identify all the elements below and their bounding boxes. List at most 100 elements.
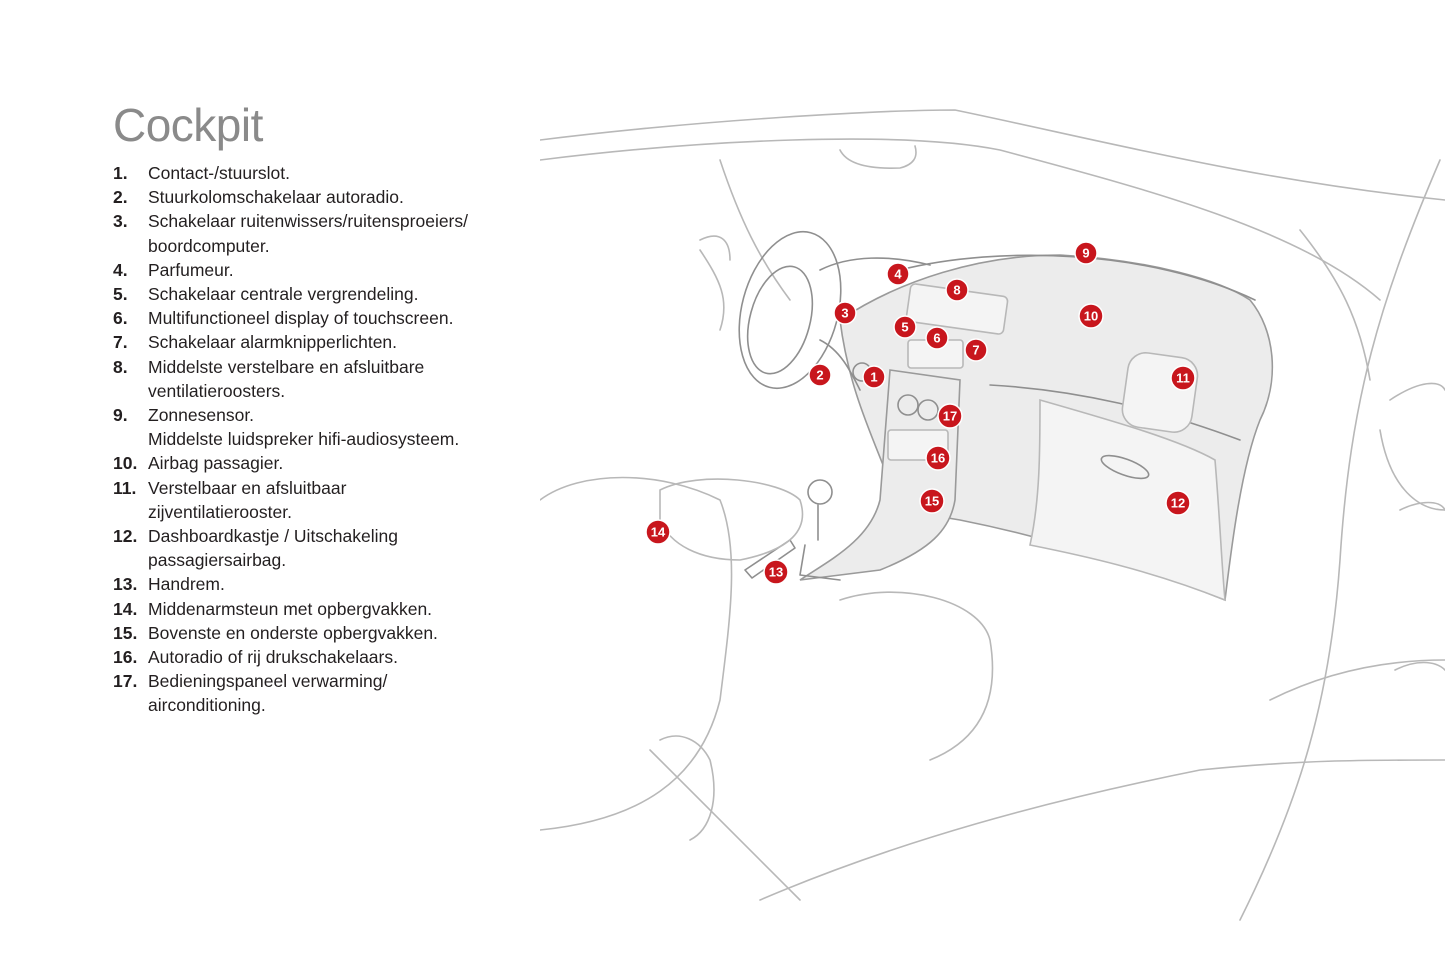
roof-line bbox=[540, 109, 1445, 201]
legend-item: 5. Schakelaar centrale vergrendeling. bbox=[113, 282, 513, 306]
floor-sill bbox=[649, 749, 1445, 901]
marker-17: 17 bbox=[937, 403, 963, 429]
glovebox-handle bbox=[1100, 454, 1150, 480]
item-number: 16. bbox=[113, 647, 138, 668]
a-pillar-right bbox=[1299, 229, 1371, 381]
climate-knob bbox=[917, 399, 939, 421]
svg-text:8: 8 bbox=[953, 283, 960, 298]
passenger-seat bbox=[839, 591, 994, 761]
item-text: Verstelbaar en afsluitbaar bbox=[148, 477, 347, 498]
marker-2: 2 bbox=[808, 363, 832, 387]
item-number: 2. bbox=[113, 187, 128, 208]
marker-5: 5 bbox=[893, 315, 917, 339]
svg-text:16: 16 bbox=[931, 451, 945, 466]
item-text: Handrem. bbox=[148, 574, 225, 595]
door-handle bbox=[1394, 501, 1445, 671]
item-number: 15. bbox=[113, 622, 138, 643]
dashboard-crease bbox=[989, 384, 1241, 441]
legend-item: 10.Airbag passagier. bbox=[113, 451, 513, 475]
item-number: 5. bbox=[113, 284, 128, 305]
item-text: Zonnesensor. bbox=[148, 405, 255, 426]
legend-item: 4. Parfumeur. bbox=[113, 258, 513, 282]
item-text: Stuurkolomschakelaar autoradio. bbox=[148, 187, 404, 208]
item-text: Contact-/stuurslot. bbox=[148, 163, 290, 183]
item-text: passagiersairbag. bbox=[148, 550, 287, 571]
marker-16: 16 bbox=[925, 445, 951, 471]
cockpit-illustration: 1 2 3 4 5 6 7 8 9 10 11 12 13 14 15 16 1… bbox=[540, 109, 1445, 921]
marker-15: 15 bbox=[919, 488, 945, 514]
item-number: 12. bbox=[113, 526, 138, 547]
center-console bbox=[799, 369, 961, 581]
gear-lever bbox=[799, 504, 841, 581]
legend-item: 12. Dashboardkastje / Uitschakeling passag… bbox=[113, 524, 513, 572]
svg-text:4: 4 bbox=[894, 267, 902, 282]
marker-6: 6 bbox=[925, 326, 949, 350]
item-text: Autoradio of rij drukschakelaars. bbox=[148, 647, 398, 668]
item-number: 6. bbox=[113, 308, 128, 329]
item-number: 14. bbox=[113, 598, 138, 619]
item-text: Dashboardkastje / Uitschakeling bbox=[148, 526, 398, 547]
left-door-window bbox=[699, 235, 731, 331]
item-text: Parfumeur. bbox=[148, 259, 234, 280]
svg-text:5: 5 bbox=[901, 320, 908, 335]
item-number: 17. bbox=[113, 671, 138, 692]
item-text: Schakelaar centrale vergrendeling. bbox=[148, 284, 419, 305]
steering-wheel bbox=[738, 230, 842, 390]
door-panel bbox=[1269, 382, 1445, 701]
marker-14: 14 bbox=[645, 519, 671, 545]
item-text: Bedieningspaneel verwarming/ bbox=[148, 671, 388, 692]
door-frame bbox=[1239, 159, 1441, 921]
item-text: ventilatieroosters. bbox=[148, 380, 286, 401]
legend-list: 1.Contact-/stuurslot. 2.Stuurkolomschake… bbox=[113, 161, 513, 718]
item-number: 13. bbox=[113, 574, 138, 595]
legend-item: 6.Multifunctioneel display of touchscree… bbox=[113, 306, 513, 330]
climate-knob bbox=[897, 394, 919, 416]
svg-text:9: 9 bbox=[1082, 246, 1089, 261]
item-number: 8. bbox=[113, 356, 128, 377]
legend-item: 13. Handrem. bbox=[113, 572, 513, 596]
marker-11: 11 bbox=[1170, 365, 1196, 391]
marker-7: 7 bbox=[964, 338, 988, 362]
svg-text:11: 11 bbox=[1176, 371, 1190, 386]
legend-item: 7.Schakelaar alarmknipperlichten. bbox=[113, 330, 513, 354]
svg-text:15: 15 bbox=[925, 494, 939, 509]
item-text: Airbag passagier. bbox=[148, 453, 284, 474]
svg-text:1: 1 bbox=[870, 370, 877, 385]
svg-text:12: 12 bbox=[1171, 496, 1185, 511]
marker-4: 4 bbox=[886, 262, 910, 286]
item-number: 11. bbox=[113, 477, 137, 498]
marker-12: 12 bbox=[1165, 490, 1191, 516]
svg-text:17: 17 bbox=[943, 409, 957, 424]
item-text: airconditioning. bbox=[148, 695, 266, 716]
steering-column bbox=[819, 339, 861, 391]
item-number: 4. bbox=[113, 259, 128, 280]
steering-wheel-inner bbox=[746, 265, 814, 375]
item-text: boordcomputer. bbox=[148, 235, 270, 256]
legend-item: 3. Schakelaar ruitenwissers/ruitensproeie… bbox=[113, 209, 513, 257]
instrument-hood bbox=[819, 257, 931, 271]
item-text: Middelste luidspreker hifi-audiosysteem. bbox=[148, 429, 460, 450]
svg-text:7: 7 bbox=[972, 343, 979, 358]
side-vent bbox=[1121, 352, 1199, 433]
legend-item: 17. Bedieningspaneel verwarming/aircondit… bbox=[113, 669, 513, 717]
item-text: Schakelaar alarmknipperlichten. bbox=[148, 332, 398, 353]
item-text: zijventilatierooster. bbox=[148, 501, 292, 522]
legend-item: 14. Middenarmsteun met opbergvakken. bbox=[113, 597, 513, 621]
item-number: 3. bbox=[113, 211, 128, 232]
svg-text:3: 3 bbox=[841, 306, 848, 321]
legend-item: 9.Zonnesensor.Middelste luidspreker hifi… bbox=[113, 403, 513, 451]
svg-text:10: 10 bbox=[1084, 309, 1098, 324]
item-text: Schakelaar ruitenwissers/ruitensproeiers… bbox=[148, 211, 468, 232]
seat-base bbox=[659, 735, 715, 841]
windshield-line bbox=[540, 138, 1381, 301]
legend-item: 15. Bovenste en onderste opbergvakken. bbox=[113, 621, 513, 645]
svg-text:13: 13 bbox=[769, 565, 783, 580]
legend-item: 2. Stuurkolomschakelaar autoradio. bbox=[113, 185, 513, 209]
marker-13: 13 bbox=[763, 559, 789, 585]
item-text: Bovenste en onderste opbergvakken. bbox=[148, 622, 438, 643]
item-text: Middenarmsteun met opbergvakken. bbox=[148, 598, 433, 619]
driver-seat bbox=[540, 476, 733, 831]
marker-10: 10 bbox=[1078, 303, 1104, 329]
mirror-mount bbox=[839, 145, 917, 169]
